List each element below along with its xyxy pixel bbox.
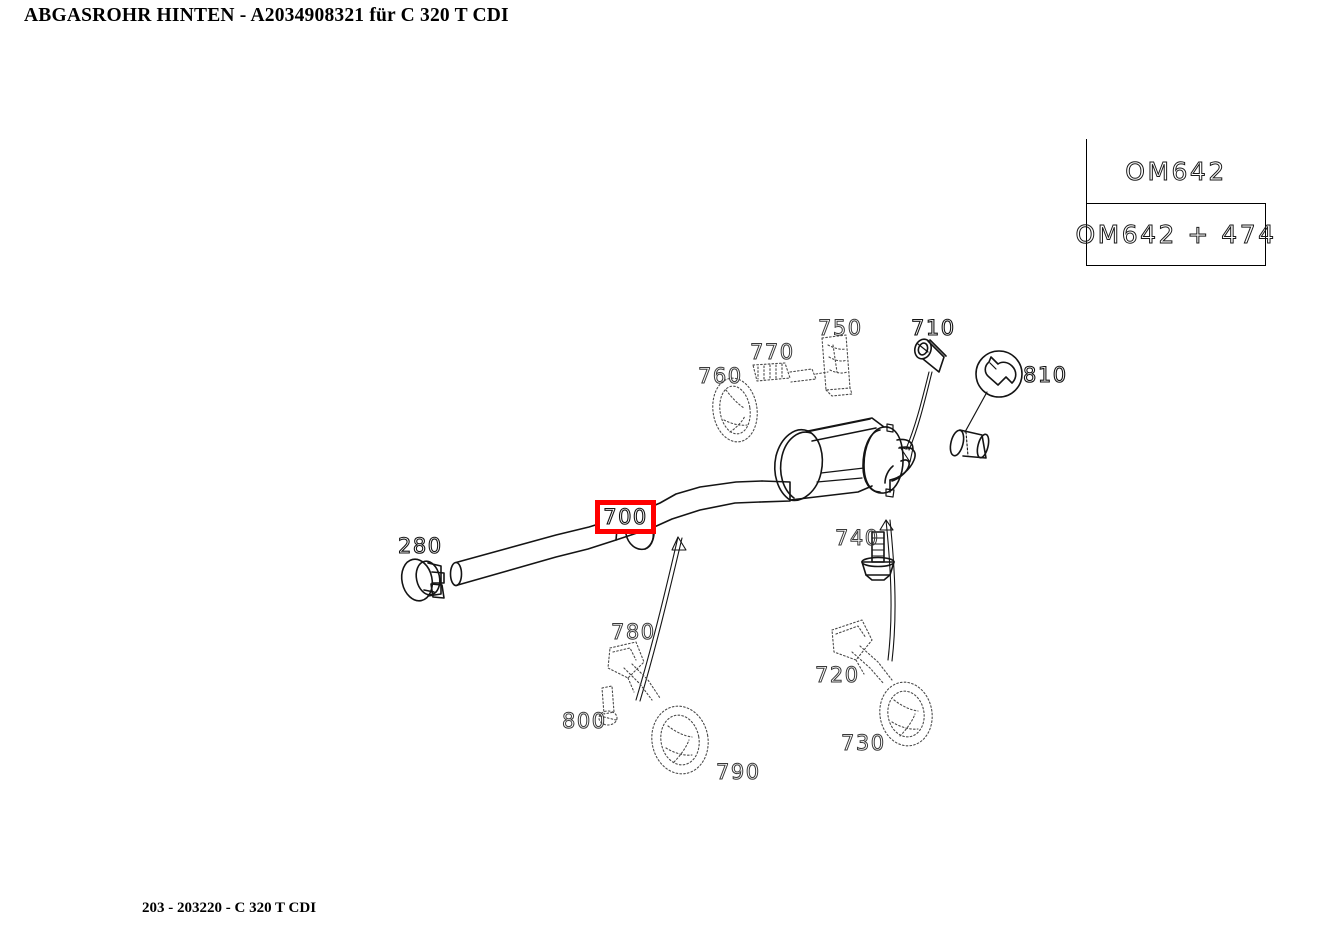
leader-arrow-710 <box>899 371 933 463</box>
part-760-gasket <box>712 377 758 443</box>
page-title: ABGASROHR HINTEN - A2034908321 für C 320… <box>24 5 509 26</box>
callout-750[interactable]: 750 <box>818 316 863 341</box>
leader-arrow-700 <box>635 536 687 702</box>
part-770-connector <box>752 362 829 383</box>
legend-label-om642: OM642 <box>1125 156 1227 186</box>
legend-border-bottom <box>1086 265 1266 266</box>
part-790-rubber-mount <box>651 705 709 775</box>
callout-770[interactable]: 770 <box>750 340 795 365</box>
part-800-clip <box>598 685 618 726</box>
page-footer: 203 - 203220 - C 320 T CDI <box>142 900 317 916</box>
callout-760[interactable]: 760 <box>698 364 743 389</box>
part-750-clamp <box>821 334 853 397</box>
callout-800[interactable]: 800 <box>562 709 607 734</box>
part-tailpipe-outlet <box>884 438 916 493</box>
callout-780[interactable]: 780 <box>611 620 656 645</box>
part-730-rubber-mount <box>879 681 933 747</box>
legend-divider <box>1086 203 1266 204</box>
callout-810[interactable]: 810 <box>1022 362 1068 387</box>
legend-row-om642-474: OM642 + 474 <box>1075 203 1275 266</box>
legend-border-left <box>1086 139 1087 266</box>
legend-label-om642-474: OM642 + 474 <box>1075 220 1277 250</box>
engine-variant-legend: OM642 OM642 + 474 <box>1075 139 1275 266</box>
callout-740[interactable]: 740 <box>835 526 880 551</box>
leader-arrow-720 <box>879 519 896 662</box>
part-muffler-body <box>774 417 904 502</box>
part-720-hanger <box>831 619 893 685</box>
part-810-special-tool <box>949 350 1023 459</box>
legend-row-om642: OM642 <box>1086 139 1266 203</box>
callout-790[interactable]: 790 <box>716 760 761 785</box>
part-780-hanger <box>607 641 661 701</box>
part-280-clamp <box>400 558 445 602</box>
part-710-tailpipe-trim <box>913 338 947 373</box>
callout-280[interactable]: 280 <box>397 533 443 558</box>
callout-710[interactable]: 710 <box>910 315 956 340</box>
callout-700-label: 700 <box>603 504 648 529</box>
callout-730[interactable]: 730 <box>841 731 886 756</box>
callout-700-selected[interactable]: 700 <box>595 500 656 534</box>
callout-720[interactable]: 720 <box>815 663 860 688</box>
legend-border-right <box>1265 203 1266 266</box>
